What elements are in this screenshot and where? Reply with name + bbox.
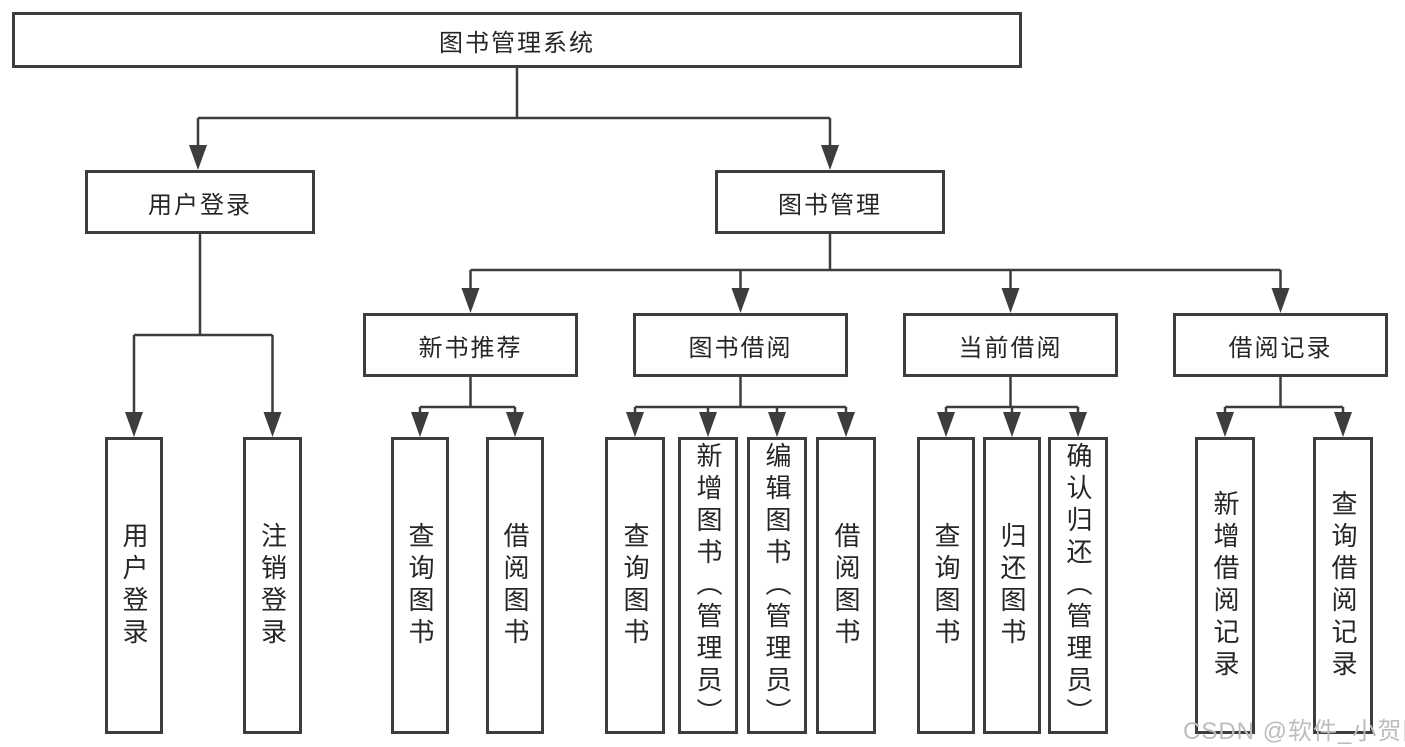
leaf-cb-return-books: 归还图书 xyxy=(983,437,1041,734)
leaf-br-add-record: 新增借阅记录 xyxy=(1195,437,1255,734)
node-label: 新增图书（管理员） xyxy=(693,441,723,730)
csdn-watermark: CSDN @软件_小贺同学 xyxy=(1183,718,1405,745)
node-label: 新书推荐 xyxy=(418,334,523,362)
node-label: 注销登录 xyxy=(257,521,288,650)
node-label: 确认归还（管理员） xyxy=(1063,441,1093,730)
leaf-logout: 注销登录 xyxy=(243,437,302,734)
node-label: 图书借阅 xyxy=(688,334,793,362)
node-user-login: 用户登录 xyxy=(85,170,315,234)
node-label: 新增借阅记录 xyxy=(1210,489,1240,682)
leaf-user-login: 用户登录 xyxy=(105,437,163,734)
node-new-book-recommend: 新书推荐 xyxy=(363,313,578,377)
leaf-nb-query-books: 查询图书 xyxy=(391,437,449,734)
node-label: 借阅记录 xyxy=(1228,334,1333,362)
node-book-borrowing: 图书借阅 xyxy=(633,313,848,377)
leaf-nb-borrow-books: 借阅图书 xyxy=(486,437,544,734)
node-label: 编辑图书（管理员） xyxy=(762,441,792,730)
leaf-cb-query-books: 查询图书 xyxy=(917,437,975,734)
node-label: 用户登录 xyxy=(148,191,252,219)
node-label: 借阅图书 xyxy=(500,521,530,650)
node-label: 图书管理 xyxy=(778,191,882,219)
leaf-bb-query-books: 查询图书 xyxy=(605,437,665,734)
node-book-management: 图书管理 xyxy=(715,170,945,234)
node-root-system: 图书管理系统 xyxy=(12,12,1022,68)
node-current-borrowing: 当前借阅 xyxy=(903,313,1118,377)
arrowheads xyxy=(125,145,1352,437)
leaf-bb-borrow-books: 借阅图书 xyxy=(816,437,876,734)
leaf-br-query-record: 查询借阅记录 xyxy=(1313,437,1373,734)
node-label: 查询图书 xyxy=(405,521,435,650)
leaf-cb-confirm-return-admin: 确认归还（管理员） xyxy=(1048,437,1108,734)
leaf-bb-add-book-admin: 新增图书（管理员） xyxy=(678,437,738,734)
node-label: 当前借阅 xyxy=(958,334,1063,362)
node-label: 查询图书 xyxy=(931,521,961,650)
node-label: 图书管理系统 xyxy=(439,29,595,57)
leaf-bb-edit-book-admin: 编辑图书（管理员） xyxy=(747,437,807,734)
node-label: 查询图书 xyxy=(620,521,650,650)
node-label: 归还图书 xyxy=(997,521,1027,650)
node-label: 借阅图书 xyxy=(831,521,861,650)
node-label: 用户登录 xyxy=(119,521,149,650)
node-label: 查询借阅记录 xyxy=(1328,489,1358,682)
node-borrowing-records: 借阅记录 xyxy=(1173,313,1388,377)
